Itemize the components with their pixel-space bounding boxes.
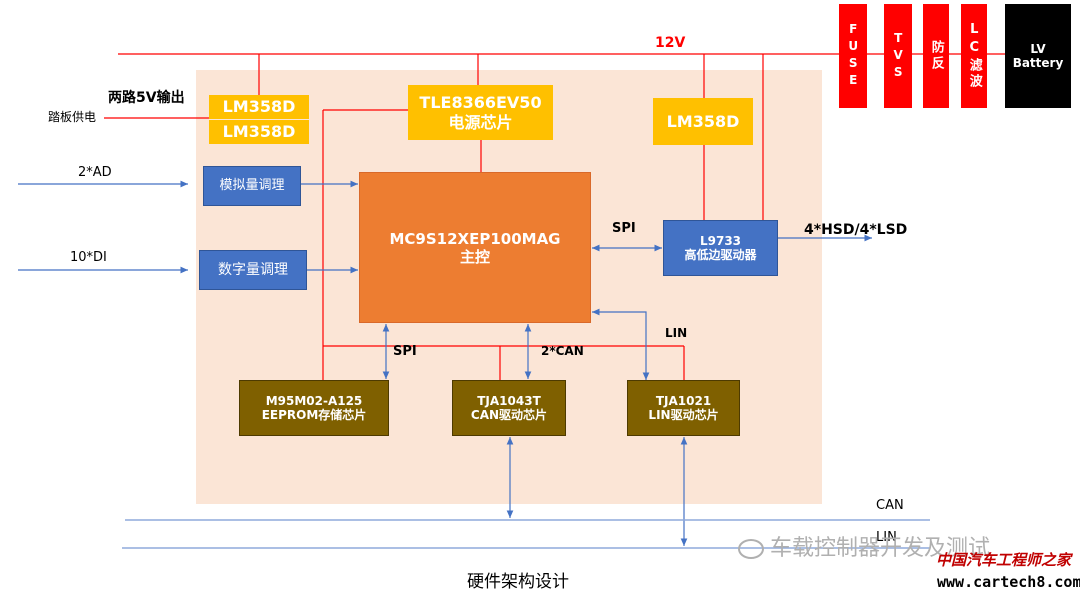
site-watermark-url: www.cartech8.com [937,573,1080,591]
lm358d-left-bottom: LM358D [209,120,309,144]
digital-conditioning-block: 数字量调理 [199,250,307,290]
eeprom-label-line2: EEPROM存储芯片 [261,408,367,422]
can-count-label: 2*CAN [541,344,584,358]
analog-label: 模拟量调理 [219,178,285,194]
spi-right-label: SPI [612,221,636,236]
diagram-caption: 硬件架构设计 [467,572,569,592]
lin-signal-label: LIN [665,326,688,340]
hsd-lsd-label: 4*HSD/4*LSD [804,222,908,238]
spi-bottom-label: SPI [393,344,417,359]
signal-lines [18,180,872,546]
l9733-label-line2: 高低边驱动器 [684,248,757,262]
can-driver-block: TJA1043T CAN驱动芯片 [452,380,566,436]
lc-filter-label: LC滤波 [966,22,982,90]
mcu-label-line2: 主控 [459,247,490,266]
fuse-label: FUSE [846,22,861,90]
mcu-main-controller: MC9S12XEP100MAG 主控 [359,172,591,323]
ad-input-label: 2*AD [78,165,112,180]
lin-bus-label: LIN [876,530,897,545]
tvs-label: TVS [891,30,906,82]
lm358d-right: LM358D [653,98,753,145]
fuse-block: FUSE [839,4,867,108]
tle8366ev50-power-chip: TLE8366EV50 电源芯片 [408,85,553,140]
site-watermark-cn: 中国汽车工程师之家 [936,551,1072,569]
can-bus-label: CAN [876,498,904,513]
reverse-protection-block: 防反 [923,4,949,108]
tle-label-line2: 电源芯片 [448,112,513,132]
lv-battery-block: LV Battery [1005,4,1071,108]
lc-filter-block: LC滤波 [961,4,987,108]
lin-driver-label-line2: LIN驱动芯片 [648,408,719,422]
can-driver-label-line1: TJA1043T [477,393,541,408]
di-input-label: 10*DI [70,250,107,265]
lm358d-right-label: LM358D [666,111,740,131]
bus-lines [122,519,930,549]
rail-12v-label: 12V [655,35,686,51]
tle-label-line1: TLE8366EV50 [419,93,542,113]
lm358d-left-bottom-label: LM358D [222,122,296,142]
analog-conditioning-block: 模拟量调理 [203,166,301,206]
pedal-supply-label: 踏板供电 [48,110,97,124]
l9733-driver-block: L9733 高低边驱动器 [663,220,778,276]
l9733-label-line1: L9733 [699,233,742,248]
lin-driver-label-line1: TJA1021 [655,393,712,408]
eeprom-label-line1: M95M02-A125 [265,393,363,408]
digital-label: 数字量调理 [218,261,288,278]
reverse-protection-label: 防反 [928,40,944,72]
mcu-label-line1: MC9S12XEP100MAG [389,229,561,248]
tvs-block: TVS [884,4,912,108]
lm358d-left-top: LM358D [209,95,309,119]
wechat-icon [738,539,764,559]
wechat-watermark-text: 车载控制器开发及测试 [770,536,991,561]
dual-5v-output-label: 两路5V输出 [108,90,185,106]
wechat-watermark: 车载控制器开发及测试 [738,538,990,560]
lin-driver-block: TJA1021 LIN驱动芯片 [627,380,740,436]
can-driver-label-line2: CAN驱动芯片 [470,408,548,422]
eeprom-block: M95M02-A125 EEPROM存储芯片 [239,380,389,436]
battery-line1: LV [1030,41,1046,56]
lin-mcu-arrow [592,308,650,380]
battery-line2: Battery [1012,56,1064,70]
lm358d-left-top-label: LM358D [222,97,296,117]
